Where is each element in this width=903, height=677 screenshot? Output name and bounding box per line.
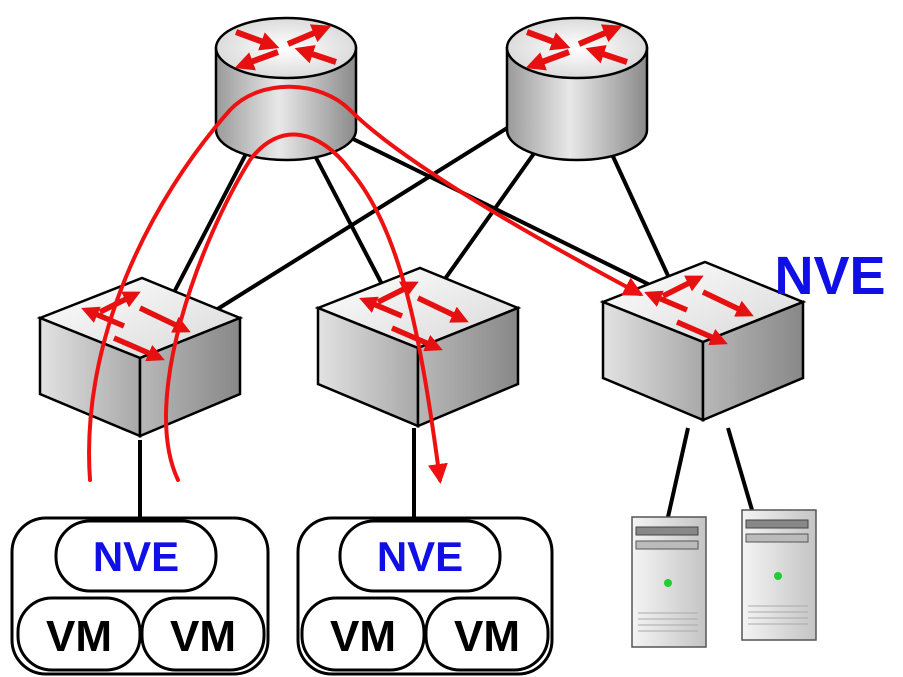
host2-vm2-label: VM (454, 612, 520, 661)
host2-nve-box (338, 519, 502, 593)
host2-vm2-box (424, 596, 550, 672)
host1-vm2-box (140, 596, 266, 672)
link-switch3-server1 (666, 427, 690, 518)
server-icon (741, 509, 817, 641)
network-links (138, 118, 754, 518)
link-router1-switch3 (344, 133, 651, 287)
host2-vm1-label: VM (330, 612, 396, 661)
nve-label: NVE (774, 246, 885, 306)
host-1: NVE VM VM (10, 516, 270, 676)
link-router2-switch2 (428, 143, 542, 302)
link-router2-switch1 (198, 118, 522, 322)
host2-vm1-box (300, 596, 426, 672)
traffic-path-host1-to-host2 (164, 132, 448, 484)
traffic-paths (87, 84, 644, 484)
router-icon (507, 18, 647, 160)
link-router1-switch2 (310, 149, 387, 291)
host-2: NVE VM VM (296, 516, 554, 676)
router-icon (216, 18, 356, 160)
host1-nve-label: NVE (93, 533, 179, 580)
link-router1-switch1 (168, 149, 250, 301)
traffic-path-host1-to-switch3 (87, 84, 644, 482)
switch-icon (40, 278, 240, 436)
switch-icon (603, 262, 803, 420)
host2-nve-label: NVE (377, 533, 463, 580)
host1-nve-box (54, 519, 218, 593)
host1-vm1-box (16, 596, 142, 672)
link-switch3-server2 (726, 427, 754, 511)
server-icon (631, 516, 707, 648)
host1-vm1-label: VM (46, 612, 112, 661)
host1-vm2-label: VM (170, 612, 236, 661)
link-router2-switch3 (608, 149, 672, 281)
